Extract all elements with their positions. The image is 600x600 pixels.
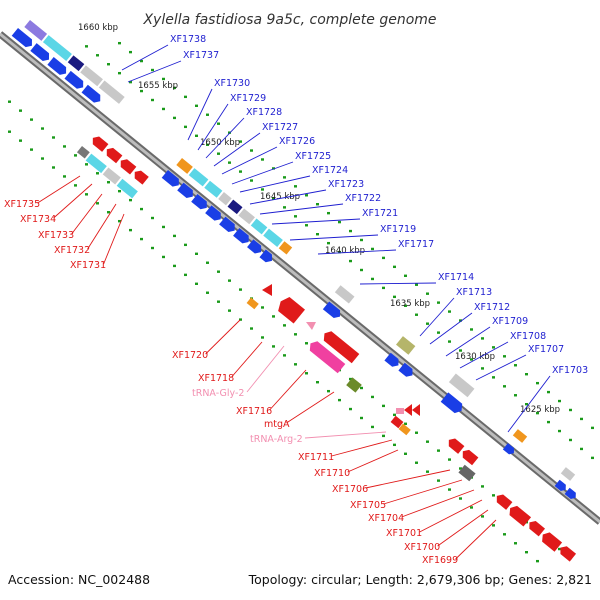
forward-gene-labels: XF1738XF1737XF1730XF1729XF1728XF1727XF17… (121, 34, 588, 433)
gene-label: XF1709 (492, 316, 528, 327)
tick-label: 1660 kbp (78, 23, 118, 33)
leader-line (317, 249, 397, 255)
gene-label: XF1719 (380, 224, 416, 235)
gene-label: XF1725 (295, 151, 331, 162)
accession-text: Accession: NC_002488 (8, 572, 151, 587)
gene-label: XF1720 (172, 350, 208, 361)
tick-label: 1645 kbp (260, 192, 300, 202)
gene-label: XF1701 (386, 528, 422, 539)
leader-line (455, 519, 497, 560)
leader-line (127, 60, 182, 83)
tick-label: 1640 kbp (325, 246, 365, 256)
leader-line (259, 203, 344, 215)
leader-line (249, 189, 327, 205)
leader-line (383, 479, 463, 505)
leader-line (331, 439, 393, 457)
gene-label: XF1714 (438, 272, 474, 283)
gene-label: XF1738 (170, 34, 206, 45)
gene-label: XF1703 (552, 365, 588, 376)
gene-label: XF1729 (230, 93, 266, 104)
gene-label: XF1737 (183, 50, 219, 61)
genome-backbone (0, 31, 600, 525)
gene-label: XF1705 (350, 500, 386, 511)
gene-label: XF1700 (404, 542, 440, 553)
gene-label: XF1710 (314, 468, 350, 479)
reverse-gene-labels: XF1735XF1734XF1733XF1732XF1731XF1720XF17… (4, 175, 497, 566)
leader-line (221, 146, 278, 175)
leader-line (289, 234, 379, 241)
leader-line (401, 489, 475, 518)
leader-line (197, 103, 229, 151)
leader-line (271, 218, 361, 225)
gene-label: XF1731 (70, 260, 106, 271)
gene-label: XF1723 (328, 179, 364, 190)
reverse-strand-genes (76, 136, 577, 562)
leader-line (187, 88, 213, 141)
gene-label: XF1735 (4, 199, 40, 210)
leader-line (365, 469, 451, 489)
leader-line (239, 175, 311, 193)
gene-label: XF1712 (474, 302, 510, 313)
leader-line (71, 193, 103, 235)
guide-dots (8, 41, 594, 563)
leader-line (53, 183, 93, 219)
gene-label: XF1727 (262, 122, 298, 133)
gene-label: XF1718 (198, 373, 234, 384)
leader-line (269, 369, 307, 411)
gene-label: XF1707 (528, 344, 564, 355)
gene-label: XF1728 (246, 107, 282, 118)
gene-label: XF1717 (398, 239, 434, 250)
gene-label: tRNA-Gly-2 (192, 388, 244, 399)
gene-label: XF1734 (20, 214, 56, 225)
leader-line (445, 326, 491, 357)
leader-line (121, 44, 169, 71)
gene-label: XF1732 (54, 245, 90, 256)
gene-label: XF1713 (456, 287, 492, 298)
genome-summary-text: Topology: circular; Length: 2,679,306 bp… (248, 572, 592, 587)
gene-label: XF1708 (510, 331, 546, 342)
gene-label: XF1699 (422, 555, 458, 566)
gene-label: XF1726 (279, 136, 315, 147)
gene-label: XF1716 (236, 406, 272, 417)
gene-label: XF1722 (345, 193, 381, 204)
leader-line (87, 203, 117, 250)
leader-line (419, 297, 455, 337)
leader-line (103, 213, 125, 265)
forward-strand-genes (11, 20, 576, 499)
gene-label: XF1711 (298, 452, 334, 463)
leader-line (205, 117, 245, 159)
gene-label: XF1704 (368, 513, 404, 524)
gene-label: XF1733 (38, 230, 74, 241)
leader-line (429, 312, 473, 345)
leader-line (286, 391, 335, 424)
leader-line (231, 161, 294, 185)
leader-line (507, 375, 551, 433)
leader-line (459, 341, 509, 369)
leader-line (231, 341, 263, 378)
tick-label: 1635 kbp (390, 299, 430, 309)
gene-label: mtgA (264, 419, 290, 430)
leader-line (304, 431, 387, 439)
leader-line (419, 499, 483, 533)
leader-line (205, 319, 241, 355)
gene-label: XF1721 (362, 208, 398, 219)
tick-label: 1630 kbp (455, 352, 495, 362)
gene-label: XF1706 (332, 484, 368, 495)
gene-label: XF1730 (214, 78, 250, 89)
tick-label: 1625 kbp (520, 405, 560, 415)
leader-line (246, 345, 285, 393)
map-title: Xylella fastidiosa 9a5c, complete genome (142, 12, 436, 28)
leader-line (213, 132, 261, 167)
leader-line (359, 282, 437, 285)
leader-line (347, 449, 399, 473)
leader-line (475, 354, 527, 381)
gene-label: tRNA-Arg-2 (250, 434, 303, 445)
leader-line (37, 175, 81, 204)
gene-label: XF1724 (312, 165, 348, 176)
leader-line (437, 509, 489, 547)
tick-label: 1655 kbp (138, 81, 178, 91)
